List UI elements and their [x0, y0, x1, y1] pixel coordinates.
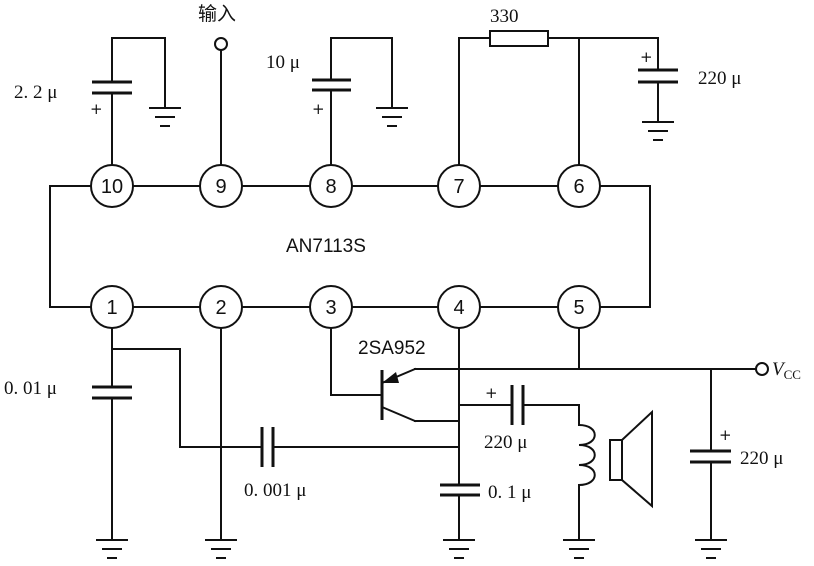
- plus-c8: +: [719, 426, 732, 444]
- plus-c1: +: [90, 100, 103, 118]
- svg-text:7: 7: [453, 176, 464, 198]
- label-vcc: VCC: [772, 359, 801, 382]
- label-c5: 0. 001 μ: [244, 480, 306, 501]
- ground-symbol: [96, 539, 128, 559]
- ground-symbol: [642, 121, 674, 141]
- ground-symbol: [443, 539, 475, 559]
- capacitor-c3: [578, 37, 678, 123]
- ic-name: AN7113S: [286, 236, 366, 257]
- pin-5: 5: [557, 285, 601, 329]
- speaker-coil: [577, 423, 596, 541]
- ground-symbol: [376, 107, 408, 127]
- svg-text:6: 6: [573, 176, 584, 198]
- capacitor-c6: [458, 385, 580, 426]
- pin-2: 2: [199, 285, 243, 329]
- pin-8: 8: [309, 164, 353, 208]
- pin-4: 4: [437, 285, 481, 329]
- ground-symbol: [563, 539, 595, 559]
- capacitor-c4: [92, 327, 132, 541]
- ic-outline: [49, 185, 651, 308]
- speaker-icon: [609, 409, 653, 509]
- svg-text:4: 4: [453, 297, 464, 319]
- pin-3: 3: [309, 285, 353, 329]
- svg-text:1: 1: [106, 297, 117, 319]
- label-vcc-sub: CC: [784, 367, 801, 382]
- label-c8: 220 μ: [740, 448, 783, 469]
- plus-c6: +: [485, 384, 498, 402]
- label-c3: 220 μ: [698, 68, 741, 89]
- capacitor-c7: [440, 327, 480, 541]
- plus-c2: +: [312, 100, 325, 118]
- svg-text:5: 5: [573, 297, 584, 319]
- svg-text:2: 2: [215, 297, 226, 319]
- label-c1: 2. 2 μ: [14, 82, 57, 103]
- pin-6: 6: [557, 164, 601, 208]
- capacitor-c2: [312, 37, 393, 166]
- ground-symbol: [205, 539, 237, 559]
- svg-text:3: 3: [325, 297, 336, 319]
- label-c4: 0. 01 μ: [4, 378, 57, 399]
- label-q1: 2SA952: [358, 338, 426, 359]
- ground-symbol: [149, 107, 181, 127]
- capacitor-c8: [690, 368, 731, 541]
- pin-7: 7: [437, 164, 481, 208]
- pin3-base-wire: [330, 327, 381, 396]
- svg-text:8: 8: [325, 176, 336, 198]
- label-c7: 0. 1 μ: [488, 482, 531, 503]
- label-c6: 220 μ: [484, 432, 527, 453]
- svg-text:9: 9: [215, 176, 226, 198]
- pin-9: 9: [199, 164, 243, 208]
- plus-c3: +: [640, 48, 653, 66]
- label-input: 输入: [198, 3, 236, 25]
- label-vcc-main: V: [772, 359, 786, 380]
- pin-1: 1: [90, 285, 134, 329]
- input-terminal: [214, 37, 228, 166]
- label-r1: 330: [490, 6, 519, 27]
- pin-10: 10: [90, 164, 134, 208]
- transistor-q1: [380, 367, 460, 423]
- vcc-rail: [414, 327, 769, 376]
- label-c2: 10 μ: [266, 52, 300, 73]
- svg-text:10: 10: [101, 176, 123, 198]
- capacitor-c5: [111, 348, 460, 467]
- resistor-r1: [458, 30, 580, 166]
- ground-symbol: [695, 539, 727, 559]
- capacitor-c1: [92, 37, 166, 166]
